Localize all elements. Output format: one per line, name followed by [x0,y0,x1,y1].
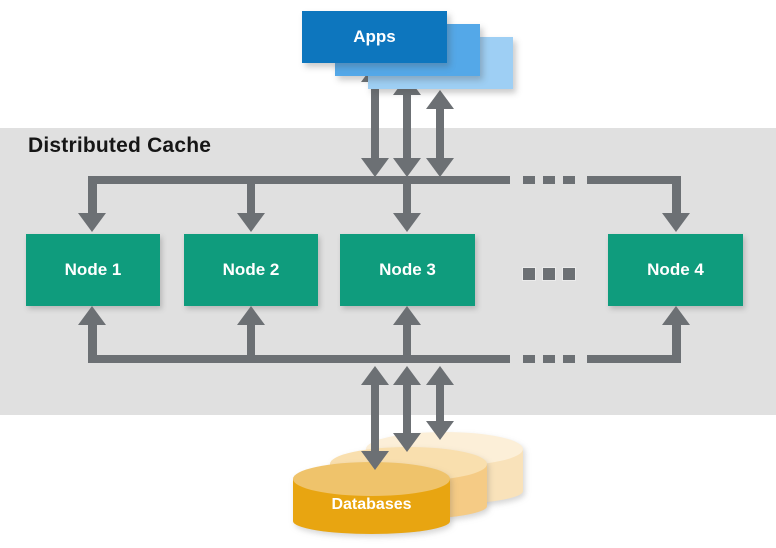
arrowhead-down-icon [361,158,389,177]
databases-label: Databases [331,496,412,513]
ellipsis-dot [523,268,535,280]
app-card-front: Apps [302,11,447,63]
ellipsis-dot [563,268,575,280]
node-label: Node 3 [379,260,436,279]
return-line-right [587,355,681,363]
arrowhead-up-icon [662,306,690,325]
node-label: Node 1 [64,260,122,279]
arrow-shaft [371,80,379,160]
arrowhead-up-icon [78,306,106,325]
arrowhead-down-icon [426,158,454,177]
node-label: Node 4 [647,260,704,279]
arrowhead-down-icon [361,451,389,470]
fanout-line-dash [523,176,535,184]
arrowhead-up-icon [237,306,265,325]
node-box-2: Node 2 [184,234,318,306]
node-label: Node 2 [222,260,280,279]
fanout-elbow-right [672,176,681,214]
arrowhead-down-icon [393,158,421,177]
fanout-arrow-node2 [247,184,255,214]
fanout-elbow-left [88,176,97,214]
fanout-arrow-node3 [403,184,411,214]
arrow-shaft [371,383,379,453]
return-arrow-node3 [403,325,411,355]
fanout-line-left [88,176,510,184]
arrow-shaft [403,383,411,435]
node-box-1: Node 1 [26,234,160,306]
ellipsis-dot [543,268,555,280]
arrowhead-down-icon [78,213,106,232]
arrowhead-up-icon [426,90,454,109]
arrow-shaft [436,383,444,423]
fanout-line-dash [563,176,575,184]
node-box-4: Node 4 [608,234,743,306]
apps-label: Apps [353,27,396,46]
return-line-left [88,355,510,363]
arrowhead-down-icon [237,213,265,232]
arrowhead-up-icon [426,366,454,385]
return-elbow-right [672,325,681,363]
node-box-3: Node 3 [340,234,475,306]
arrowhead-down-icon [426,421,454,440]
arrowhead-down-icon [393,213,421,232]
arrowhead-down-icon [662,213,690,232]
return-arrow-node2 [247,325,255,355]
arrow-shaft [403,93,411,160]
arrowhead-up-icon [393,366,421,385]
band-title: Distributed Cache [28,134,212,157]
return-line-dash [563,355,575,363]
arrowhead-down-icon [393,433,421,452]
return-line-dash [543,355,555,363]
fanout-line-dash [543,176,555,184]
database-cylinder-front: Databases [293,462,450,534]
fanout-line-right [587,176,681,184]
arrow-shaft [436,107,444,160]
return-elbow-left [88,325,97,363]
arrowhead-up-icon [361,366,389,385]
arrowhead-up-icon [393,306,421,325]
return-line-dash [523,355,535,363]
